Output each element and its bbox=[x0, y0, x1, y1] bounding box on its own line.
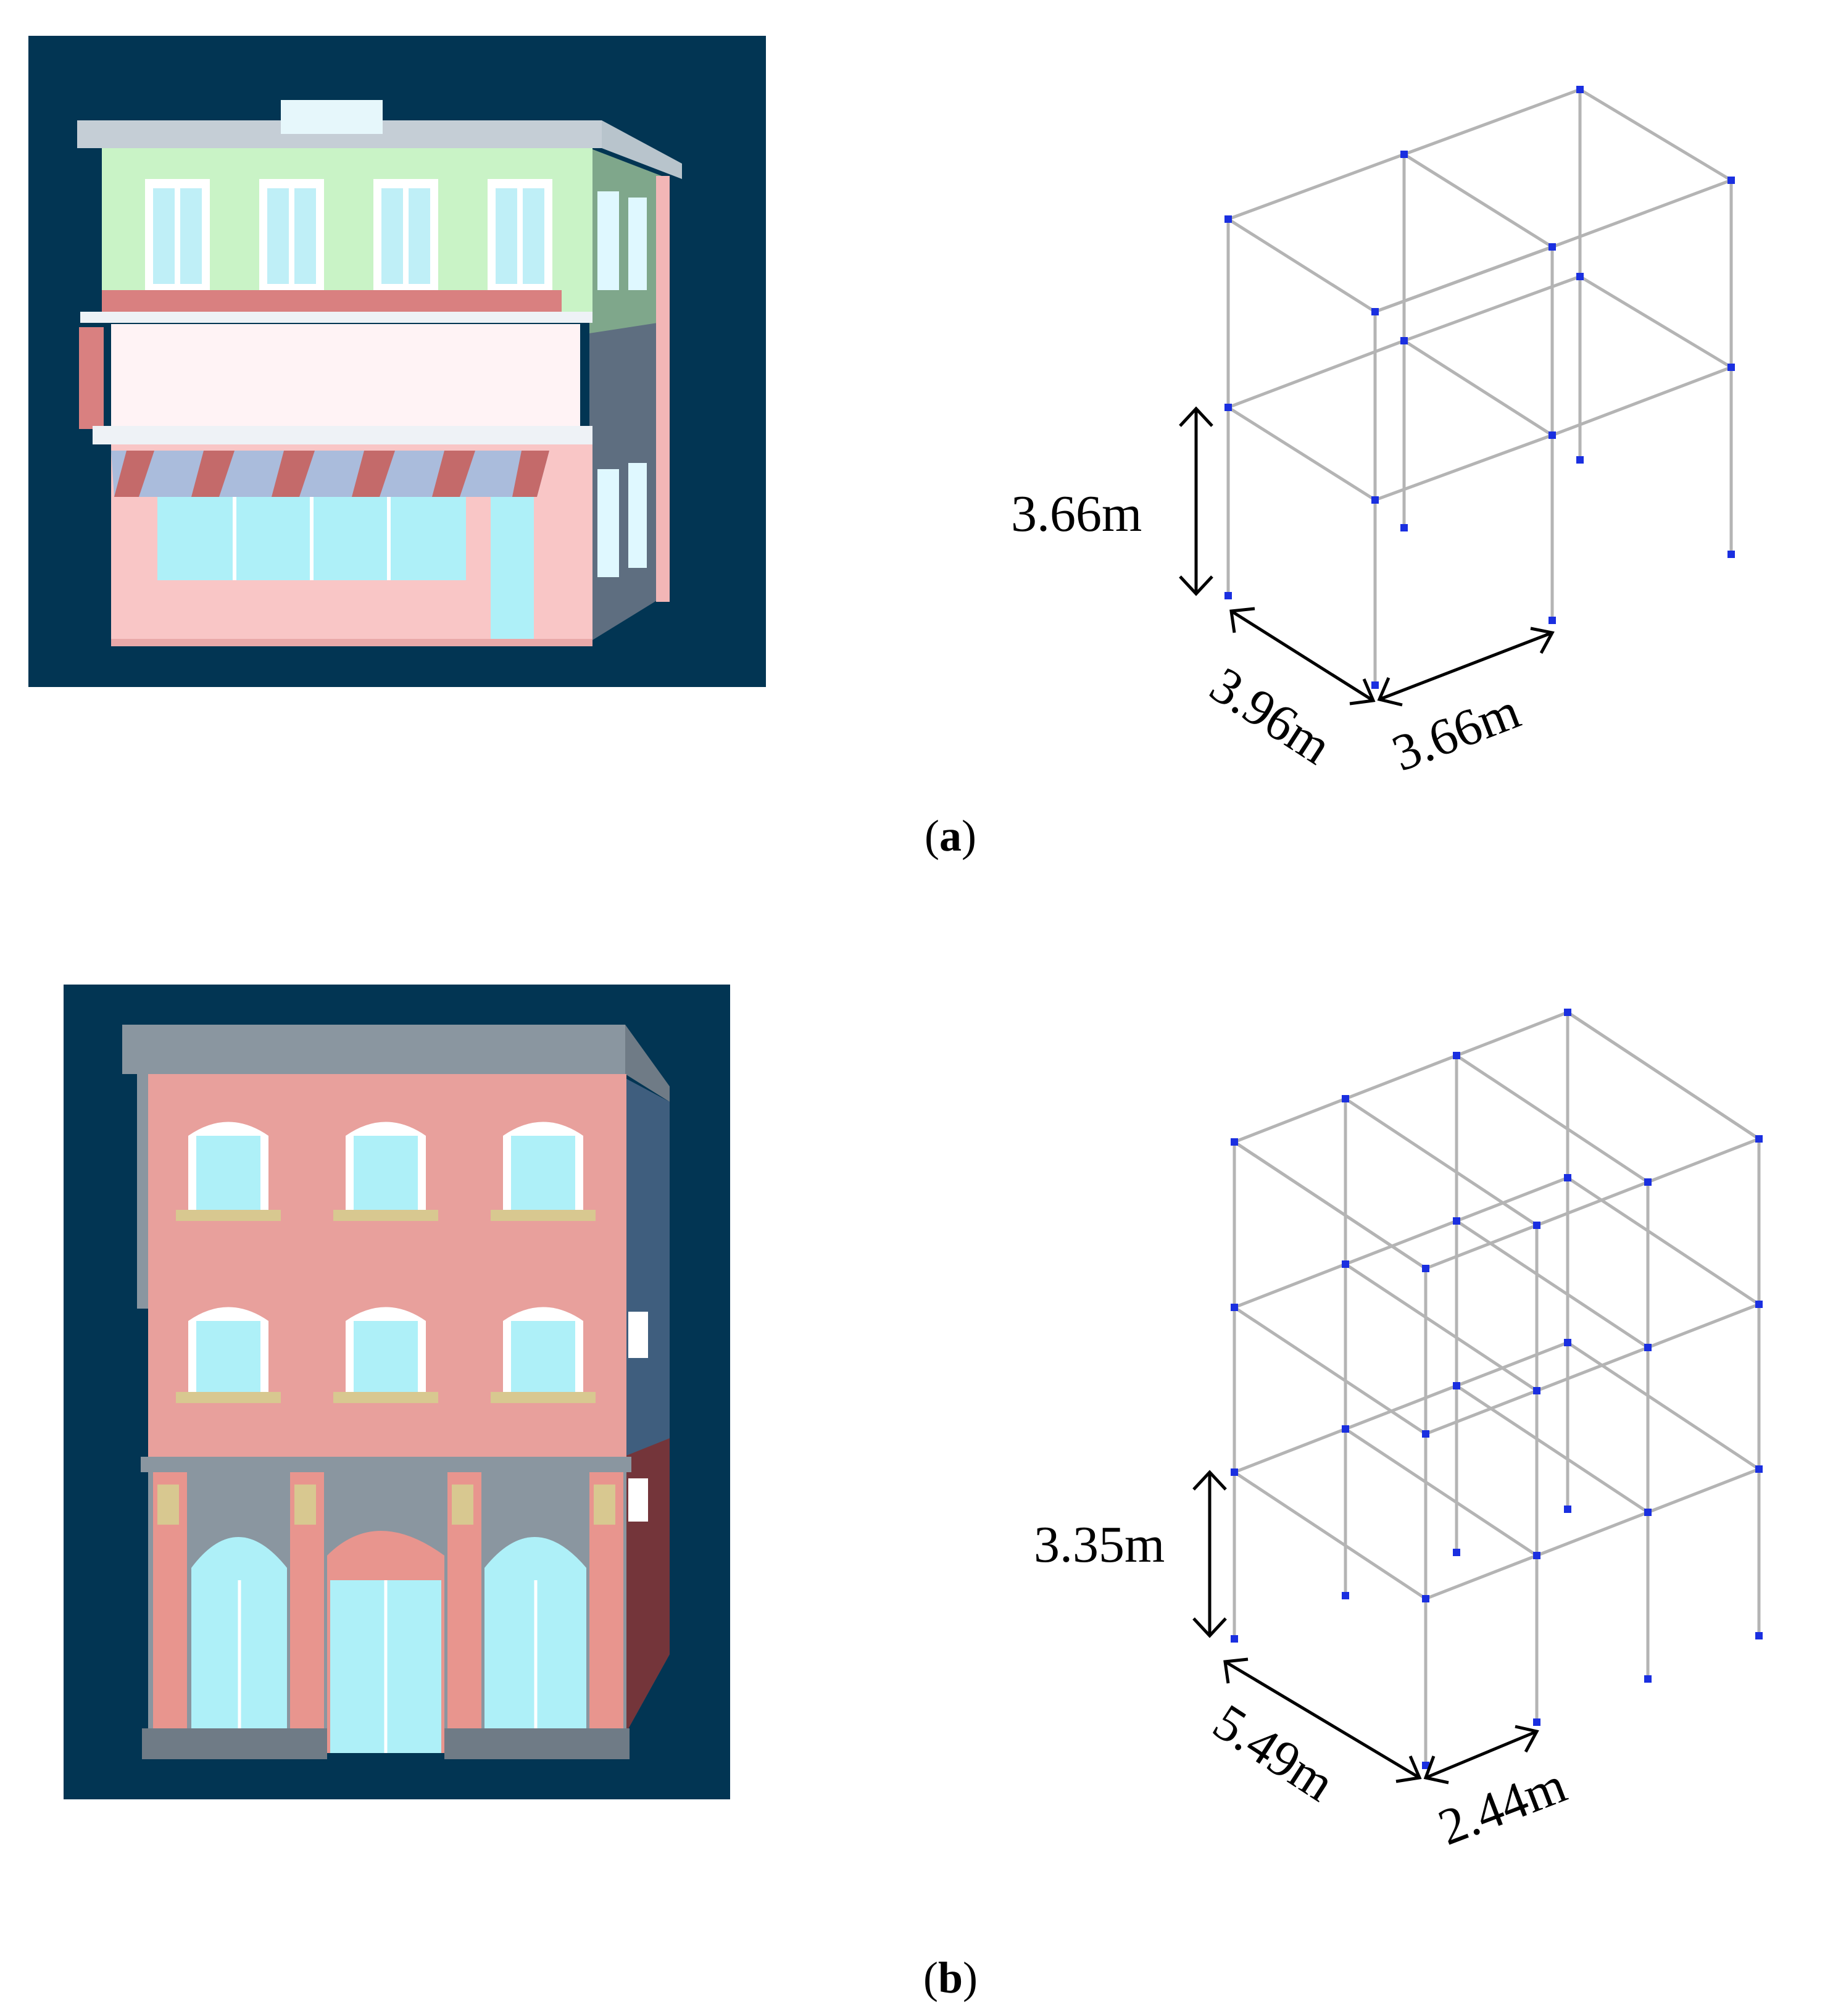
dimension-height-b: 3.35m bbox=[1034, 1516, 1165, 1573]
caption-b: (b) bbox=[923, 1953, 978, 2002]
building-render-a bbox=[28, 36, 766, 687]
caption-a: (a) bbox=[925, 811, 976, 860]
caption-b-letter: b bbox=[938, 1953, 963, 2002]
building-render-b bbox=[64, 985, 730, 1799]
dimension-length-y-a: 3.66m bbox=[1384, 682, 1528, 783]
dimension-length-x-a: 3.96m bbox=[1200, 656, 1342, 776]
dimension-height-a: 3.66m bbox=[1011, 485, 1142, 543]
frame-model-a bbox=[1179, 86, 1735, 707]
caption-a-letter: a bbox=[939, 811, 962, 860]
dimension-length-x-b: 5.49m bbox=[1204, 1693, 1345, 1813]
dimension-length-y-b: 2.44m bbox=[1431, 1756, 1574, 1857]
frame-model-b bbox=[1192, 1009, 1763, 1785]
